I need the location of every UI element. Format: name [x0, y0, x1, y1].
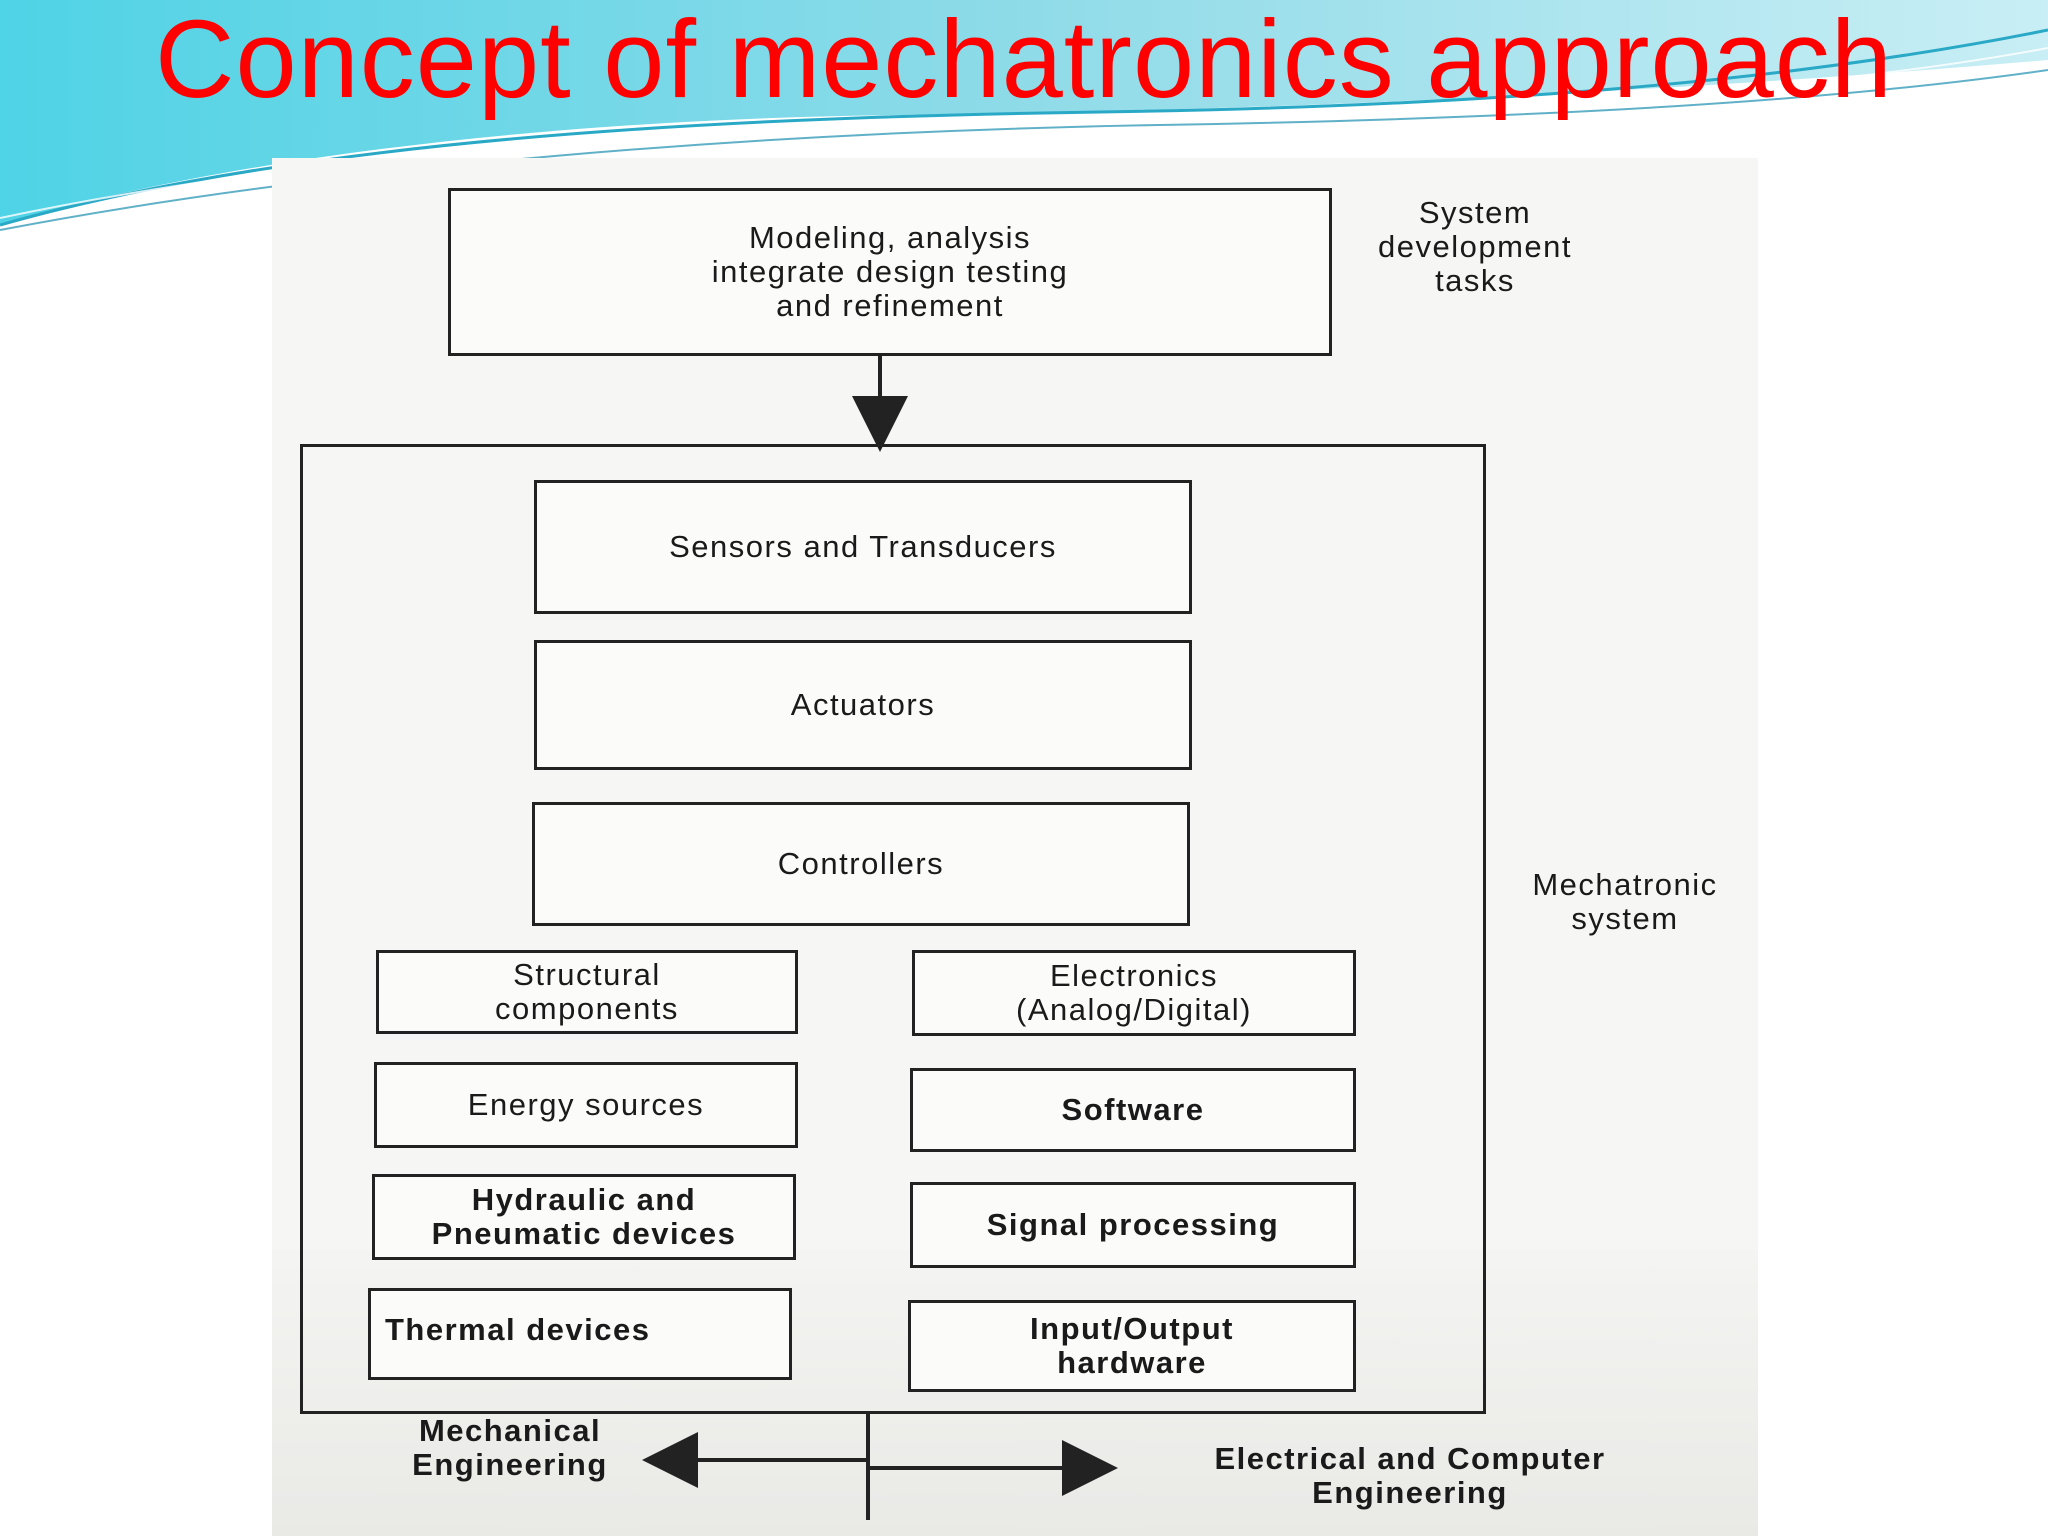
slide-title: Concept of mechatronics approach: [155, 0, 1893, 121]
thermal-devices-box: Thermal devices: [368, 1288, 792, 1380]
actuators-box: Actuators: [534, 640, 1192, 770]
electrical-computer-engineering-label: Electrical and Computer Engineering: [1214, 1441, 1606, 1510]
io-hardware-box: Input/Output hardware: [908, 1300, 1356, 1392]
system-development-label: System development tasks: [1377, 195, 1572, 298]
mechanical-engineering-label: Mechanical Engineering: [412, 1413, 608, 1482]
hydraulic-pneumatic-box: Hydraulic and Pneumatic devices: [372, 1174, 796, 1260]
energy-sources-box: Energy sources: [374, 1062, 798, 1148]
mechatronic-system-label: Mechatronic system: [1532, 867, 1718, 936]
electronics-box: Electronics (Analog/Digital): [912, 950, 1356, 1036]
software-box: Software: [910, 1068, 1356, 1152]
signal-processing-box: Signal processing: [910, 1182, 1356, 1268]
sensors-box: Sensors and Transducers: [534, 480, 1192, 614]
controllers-box: Controllers: [532, 802, 1190, 926]
structural-components-box: Structural components: [376, 950, 798, 1034]
system-development-box: Modeling, analysis integrate design test…: [448, 188, 1332, 356]
mechatronic-system-boundary: [300, 444, 1486, 1414]
